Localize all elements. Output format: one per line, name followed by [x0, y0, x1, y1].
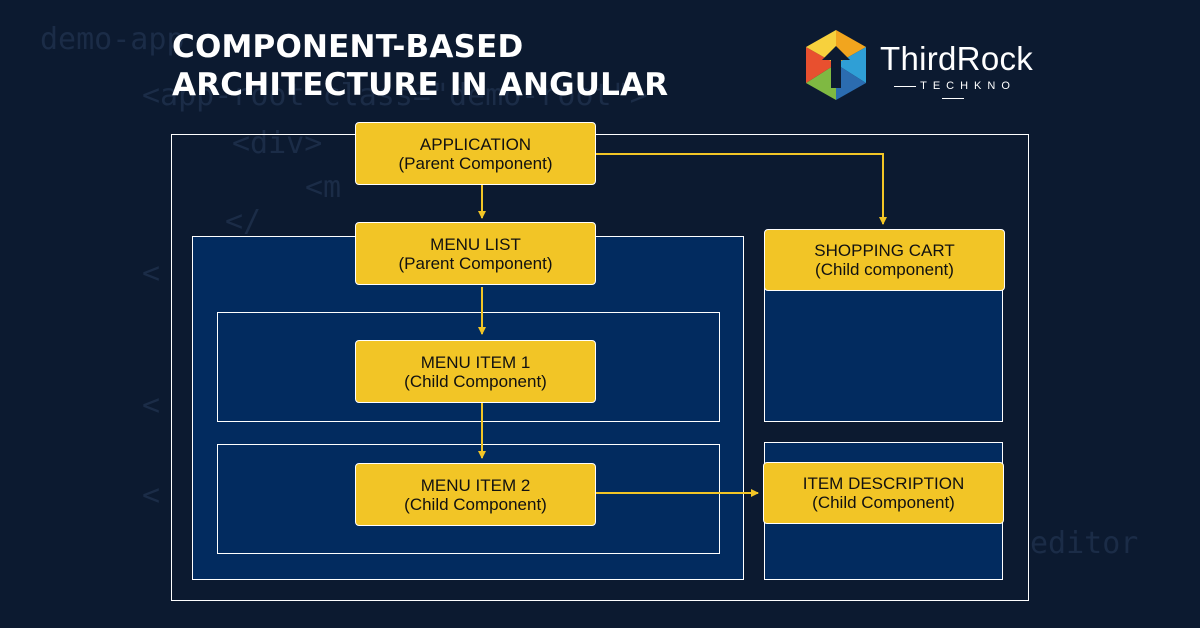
bg-code-line: demo-app: [40, 22, 185, 57]
menu-list-node: MENU LIST (Parent Component): [355, 222, 596, 285]
node-role: (Child component): [815, 260, 954, 279]
node-name: APPLICATION: [419, 134, 532, 154]
node-name: SHOPPING CART: [814, 241, 955, 260]
menu-item-1-frame: [217, 312, 720, 422]
bg-code-line: <: [142, 478, 161, 513]
bg-code-line: <m: [305, 170, 342, 205]
bg-code-line: editor: [1030, 526, 1139, 561]
shopping-cart-node: SHOPPING CART (Child component): [764, 229, 1005, 291]
node-role: (Child Component): [404, 494, 547, 514]
title-line-2: ARCHITECTURE IN ANGULAR: [172, 67, 669, 103]
bg-code-line: <: [142, 388, 161, 423]
node-name: MENU ITEM 2: [420, 475, 531, 495]
bg-code-line: </: [225, 204, 262, 239]
bg-code-line: <: [142, 256, 161, 291]
node-role: (Child Component): [404, 371, 547, 391]
menu-item-1-node: MENU ITEM 1 (Child Component): [355, 340, 596, 403]
node-role: (Parent Component): [398, 253, 553, 273]
title-line-1: COMPONENT-BASED: [172, 29, 524, 65]
company-logo: ThirdRock TECHKNO: [800, 28, 1040, 106]
menu-item-2-frame: [217, 444, 720, 554]
application-node: APPLICATION (Parent Component): [355, 122, 596, 185]
node-name: MENU LIST: [430, 234, 521, 254]
application-frame: [171, 134, 1029, 601]
node-name: ITEM DESCRIPTION: [802, 474, 965, 493]
page-title: COMPONENT-BASED ARCHITECTURE IN ANGULAR: [172, 28, 668, 104]
node-name: MENU ITEM 1: [420, 352, 531, 372]
bg-code-line: <app-root class="demo-root">: [142, 78, 648, 113]
logo-tagline: TECHKNO: [878, 80, 1028, 104]
bg-code-line: <div>: [232, 126, 323, 161]
hexagon-logo-icon: [806, 30, 866, 100]
logo-name: ThirdRock: [880, 40, 1034, 77]
node-role: (Child Component): [812, 493, 955, 512]
arrow-application-to-shopping-cart: [596, 153, 887, 225]
menu-item-2-node: MENU ITEM 2 (Child Component): [355, 463, 596, 526]
item-description-node: ITEM DESCRIPTION (Child Component): [763, 462, 1004, 524]
node-role: (Parent Component): [398, 153, 553, 173]
